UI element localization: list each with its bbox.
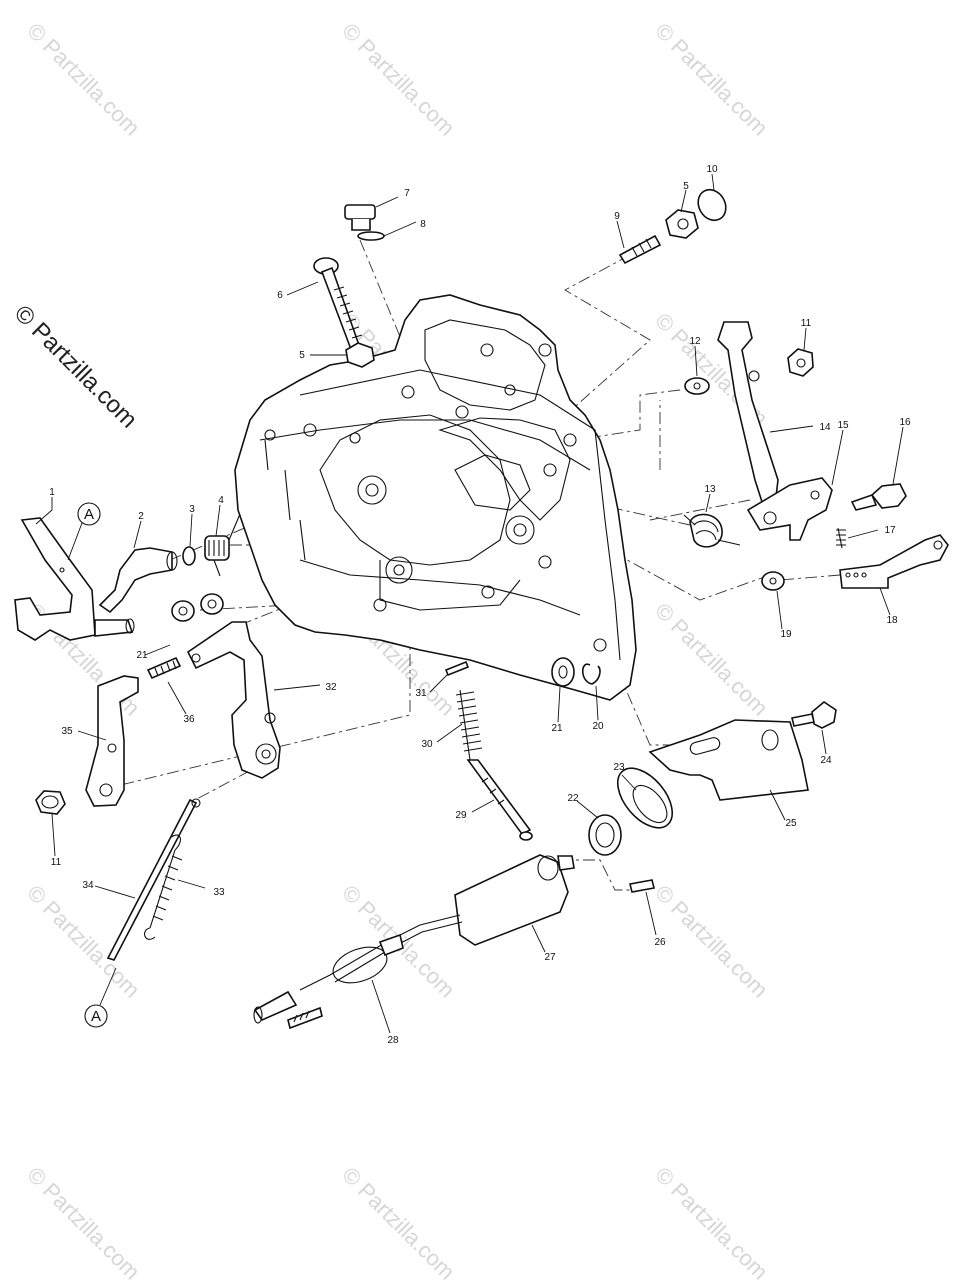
shift-lever [14,517,135,641]
callout-26: 26 [654,937,666,948]
stud-group [618,188,727,265]
callout-7: 7 [404,188,410,199]
callout-23: 23 [613,762,625,773]
shift-housing [234,294,637,701]
callout-9: 9 [614,211,620,222]
solenoid [253,854,655,1030]
callout-19: 19 [780,629,792,640]
callout-35: 35 [61,726,73,737]
adjust-bolt [313,257,375,368]
lever-arms [85,621,281,807]
callout-21b: 21 [551,723,563,734]
callout-21a: 21 [136,650,148,661]
callout-11a: 11 [801,318,812,329]
callout-31: 31 [415,688,427,699]
callout-13: 13 [704,484,716,495]
drain-plug [344,204,385,241]
callout-4: 4 [218,495,224,506]
callout-11b: 11 [51,857,62,868]
callout-27: 27 [544,952,556,963]
callout-29: 29 [455,810,467,821]
callout-5a: 5 [299,350,305,361]
sleeve [588,767,674,856]
upper-right-lever [684,321,814,506]
leader-lines [35,173,904,1034]
callout-12: 12 [689,336,701,347]
callout-2: 2 [138,511,144,522]
washers-left [171,593,224,622]
shift-shaft [98,513,241,614]
callout-1: 1 [49,487,55,498]
nut-left [35,790,66,815]
callout-6: 6 [277,290,283,301]
callout-16: 16 [899,417,911,428]
callout-25: 25 [785,818,797,829]
rod-and-spring [106,798,201,961]
callout-15: 15 [837,420,849,431]
callout-34: 34 [82,880,94,891]
right-mechanism [683,477,949,591]
callout-18: 18 [886,615,898,626]
callout-24: 24 [820,755,832,766]
callout-32: 32 [325,682,337,693]
callouts: 1 2 3 4 5 5 6 7 8 9 10 11 11 12 13 14 15… [49,164,911,1046]
spring-bolt [444,660,533,841]
callout-5b: 5 [683,181,689,192]
reference-letter: A [84,506,94,523]
callout-8: 8 [420,219,426,230]
callout-33: 33 [213,887,225,898]
callout-30: 30 [421,739,433,750]
diagram-drawing: A A [14,164,949,1046]
reference-marker-a-bottom: A [84,967,117,1028]
washer-clip [551,657,601,687]
callout-22: 22 [567,793,579,804]
solenoid-bracket [648,701,837,801]
callout-3: 3 [189,504,195,515]
callout-14: 14 [819,422,831,433]
reference-marker-a-top: A [67,502,101,561]
callout-28: 28 [387,1035,399,1046]
callout-36: 36 [183,714,195,725]
callout-20: 20 [592,721,604,732]
callout-17: 17 [884,525,896,536]
parts-diagram: © Partzilla.com © Partzilla.com © Partzi… [9,18,949,1285]
callout-10: 10 [706,164,718,175]
reference-letter: A [91,1008,101,1025]
